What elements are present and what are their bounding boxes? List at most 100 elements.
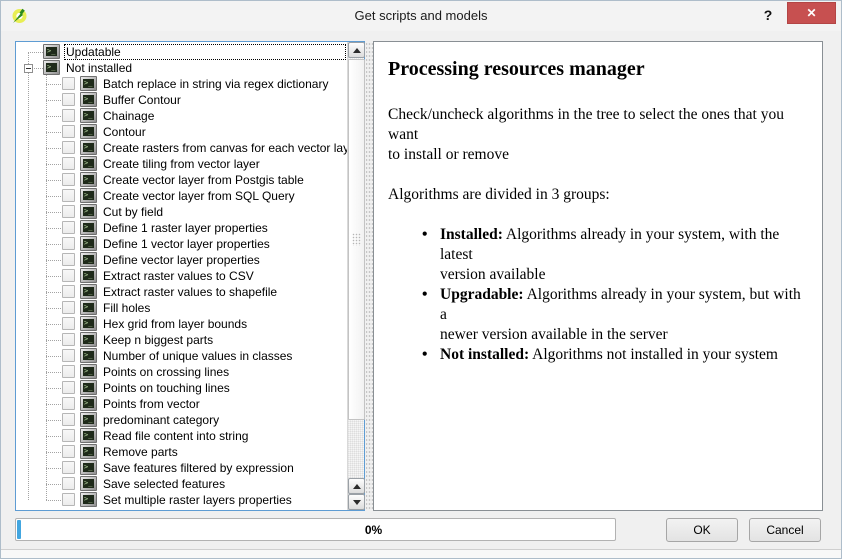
tree-row[interactable]: >_ Remove parts bbox=[16, 444, 347, 460]
algorithm-tree-panel: >_ Updatable >_ Not installed >_ Batch r… bbox=[15, 41, 365, 511]
item-checkbox[interactable] bbox=[62, 301, 75, 314]
tree-item-label: Points from vector bbox=[103, 397, 200, 411]
tree-row[interactable]: >_ Points on crossing lines bbox=[16, 364, 347, 380]
tree-row[interactable]: >_ Fill holes bbox=[16, 300, 347, 316]
item-checkbox[interactable] bbox=[62, 141, 75, 154]
item-checkbox[interactable] bbox=[62, 349, 75, 362]
tree-item-label: Create tiling from vector layer bbox=[103, 157, 260, 171]
tree-branch-line bbox=[46, 500, 61, 501]
tree-item-label: Buffer Contour bbox=[103, 93, 181, 107]
tree-row[interactable]: >_ Define 1 vector layer properties bbox=[16, 236, 347, 252]
scroll-up-button[interactable] bbox=[348, 478, 365, 494]
tree-row[interactable]: >_ predominant category bbox=[16, 412, 347, 428]
tree-branch-line bbox=[46, 324, 61, 325]
tree-item-label: Points on touching lines bbox=[103, 381, 230, 395]
script-console-icon: >_ bbox=[80, 268, 97, 283]
script-console-icon: >_ bbox=[80, 396, 97, 411]
tree-row[interactable]: >_ Read file content into string bbox=[16, 428, 347, 444]
tree-row[interactable]: >_ Buffer Contour bbox=[16, 92, 347, 108]
item-checkbox[interactable] bbox=[62, 461, 75, 474]
script-console-icon: >_ bbox=[80, 172, 97, 187]
item-checkbox[interactable] bbox=[62, 365, 75, 378]
item-checkbox[interactable] bbox=[62, 205, 75, 218]
title-bar: Get scripts and models ? ✕ bbox=[1, 1, 841, 31]
item-checkbox[interactable] bbox=[62, 173, 75, 186]
tree-row[interactable]: >_ Batch replace in string via regex dic… bbox=[16, 76, 347, 92]
script-console-icon: >_ bbox=[43, 60, 60, 75]
item-checkbox[interactable] bbox=[62, 93, 75, 106]
tree-row[interactable]: >_ Create vector layer from Postgis tabl… bbox=[16, 172, 347, 188]
tree-row[interactable]: >_ Extract raster values to CSV bbox=[16, 268, 347, 284]
script-console-icon: >_ bbox=[80, 124, 97, 139]
collapse-expander-icon[interactable] bbox=[24, 64, 33, 73]
tree-branch-line bbox=[46, 196, 61, 197]
item-checkbox[interactable] bbox=[62, 253, 75, 266]
tree-row[interactable]: >_ Points on touching lines bbox=[16, 380, 347, 396]
tree-branch-line bbox=[46, 452, 61, 453]
item-checkbox[interactable] bbox=[62, 333, 75, 346]
item-checkbox[interactable] bbox=[62, 493, 75, 506]
scrollbar-thumb[interactable] bbox=[348, 59, 365, 420]
item-checkbox[interactable] bbox=[62, 221, 75, 234]
tree-row[interactable]: >_ Hex grid from layer bounds bbox=[16, 316, 347, 332]
panel-splitter[interactable] bbox=[366, 41, 373, 511]
tree-branch-line bbox=[46, 244, 61, 245]
tree-branch-line bbox=[46, 100, 61, 101]
tree-row[interactable]: >_ Create rasters from canvas for each v… bbox=[16, 140, 347, 156]
help-button[interactable]: ? bbox=[763, 7, 773, 23]
script-console-icon: >_ bbox=[80, 380, 97, 395]
tree-branch-line bbox=[46, 116, 61, 117]
tree-row[interactable]: >_ Keep n biggest parts bbox=[16, 332, 347, 348]
item-checkbox[interactable] bbox=[62, 237, 75, 250]
item-checkbox[interactable] bbox=[62, 77, 75, 90]
item-checkbox[interactable] bbox=[62, 413, 75, 426]
tree-branch-line bbox=[46, 132, 61, 133]
script-console-icon: >_ bbox=[80, 252, 97, 267]
tree-row[interactable]: >_ Extract raster values to shapefile bbox=[16, 284, 347, 300]
scroll-up-button[interactable] bbox=[348, 42, 365, 58]
item-checkbox[interactable] bbox=[62, 157, 75, 170]
tree-row[interactable]: >_ Create tiling from vector layer bbox=[16, 156, 347, 172]
item-checkbox[interactable] bbox=[62, 381, 75, 394]
tree-branch-line bbox=[28, 68, 43, 69]
tree-row[interactable]: >_ Define vector layer properties bbox=[16, 252, 347, 268]
item-checkbox[interactable] bbox=[62, 109, 75, 122]
cancel-button[interactable]: Cancel bbox=[749, 518, 821, 542]
item-checkbox[interactable] bbox=[62, 285, 75, 298]
tree-item-label: Chainage bbox=[103, 109, 155, 123]
tree-item-label: Contour bbox=[103, 125, 146, 139]
tree-branch-line bbox=[46, 308, 61, 309]
item-checkbox[interactable] bbox=[62, 397, 75, 410]
script-console-icon: >_ bbox=[80, 332, 97, 347]
tree-row[interactable]: >_ Contour bbox=[16, 124, 347, 140]
script-console-icon: >_ bbox=[80, 348, 97, 363]
tree-row[interactable]: >_ Points from vector bbox=[16, 396, 347, 412]
item-checkbox[interactable] bbox=[62, 317, 75, 330]
item-checkbox[interactable] bbox=[62, 445, 75, 458]
tree-row[interactable]: >_ Chainage bbox=[16, 108, 347, 124]
ok-button[interactable]: OK bbox=[666, 518, 738, 542]
tree-item-label: Save selected features bbox=[103, 477, 226, 491]
tree-row[interactable]: >_ Updatable bbox=[16, 44, 347, 60]
close-button[interactable]: ✕ bbox=[787, 2, 836, 24]
tree-row[interactable]: >_ Save selected features bbox=[16, 476, 347, 492]
item-checkbox[interactable] bbox=[62, 429, 75, 442]
group-name: Upgradable: bbox=[440, 286, 524, 303]
tree-row[interactable]: >_ Cut by field bbox=[16, 204, 347, 220]
item-checkbox[interactable] bbox=[62, 125, 75, 138]
item-checkbox[interactable] bbox=[62, 477, 75, 490]
item-checkbox[interactable] bbox=[62, 269, 75, 282]
scroll-down-button[interactable] bbox=[348, 494, 365, 510]
tree-item-label: Remove parts bbox=[103, 445, 178, 459]
tree-branch-line bbox=[46, 420, 61, 421]
algorithm-tree[interactable]: >_ Updatable >_ Not installed >_ Batch r… bbox=[16, 42, 347, 510]
tree-branch-line bbox=[46, 260, 61, 261]
tree-row[interactable]: >_ Save features filtered by expression bbox=[16, 460, 347, 476]
tree-row[interactable]: >_ Create vector layer from SQL Query bbox=[16, 188, 347, 204]
tree-row[interactable]: >_ Define 1 raster layer properties bbox=[16, 220, 347, 236]
tree-row[interactable]: >_ Not installed bbox=[16, 60, 347, 76]
tree-row[interactable]: >_ Number of unique values in classes bbox=[16, 348, 347, 364]
tree-scrollbar[interactable] bbox=[347, 42, 365, 510]
item-checkbox[interactable] bbox=[62, 189, 75, 202]
tree-row[interactable]: >_ Set multiple raster layers properties bbox=[16, 492, 347, 508]
